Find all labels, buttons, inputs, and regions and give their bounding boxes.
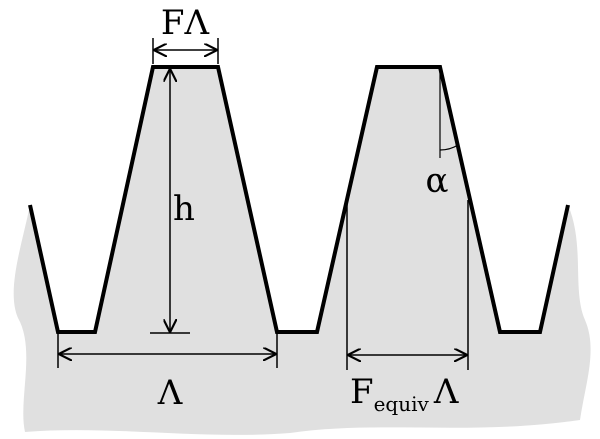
angle-label: α (426, 161, 449, 201)
equiv-suffix: Λ (433, 372, 459, 412)
substrate-body (13, 67, 591, 435)
equiv-prefix: F (350, 372, 374, 412)
grating-profile-line (28, 65, 570, 334)
period-label: Λ (157, 373, 183, 413)
equiv-subscript: equiv (374, 392, 430, 416)
angle-arc (439, 144, 459, 151)
height-label: h (173, 189, 195, 229)
fill-factor-label: FΛ (161, 3, 210, 43)
